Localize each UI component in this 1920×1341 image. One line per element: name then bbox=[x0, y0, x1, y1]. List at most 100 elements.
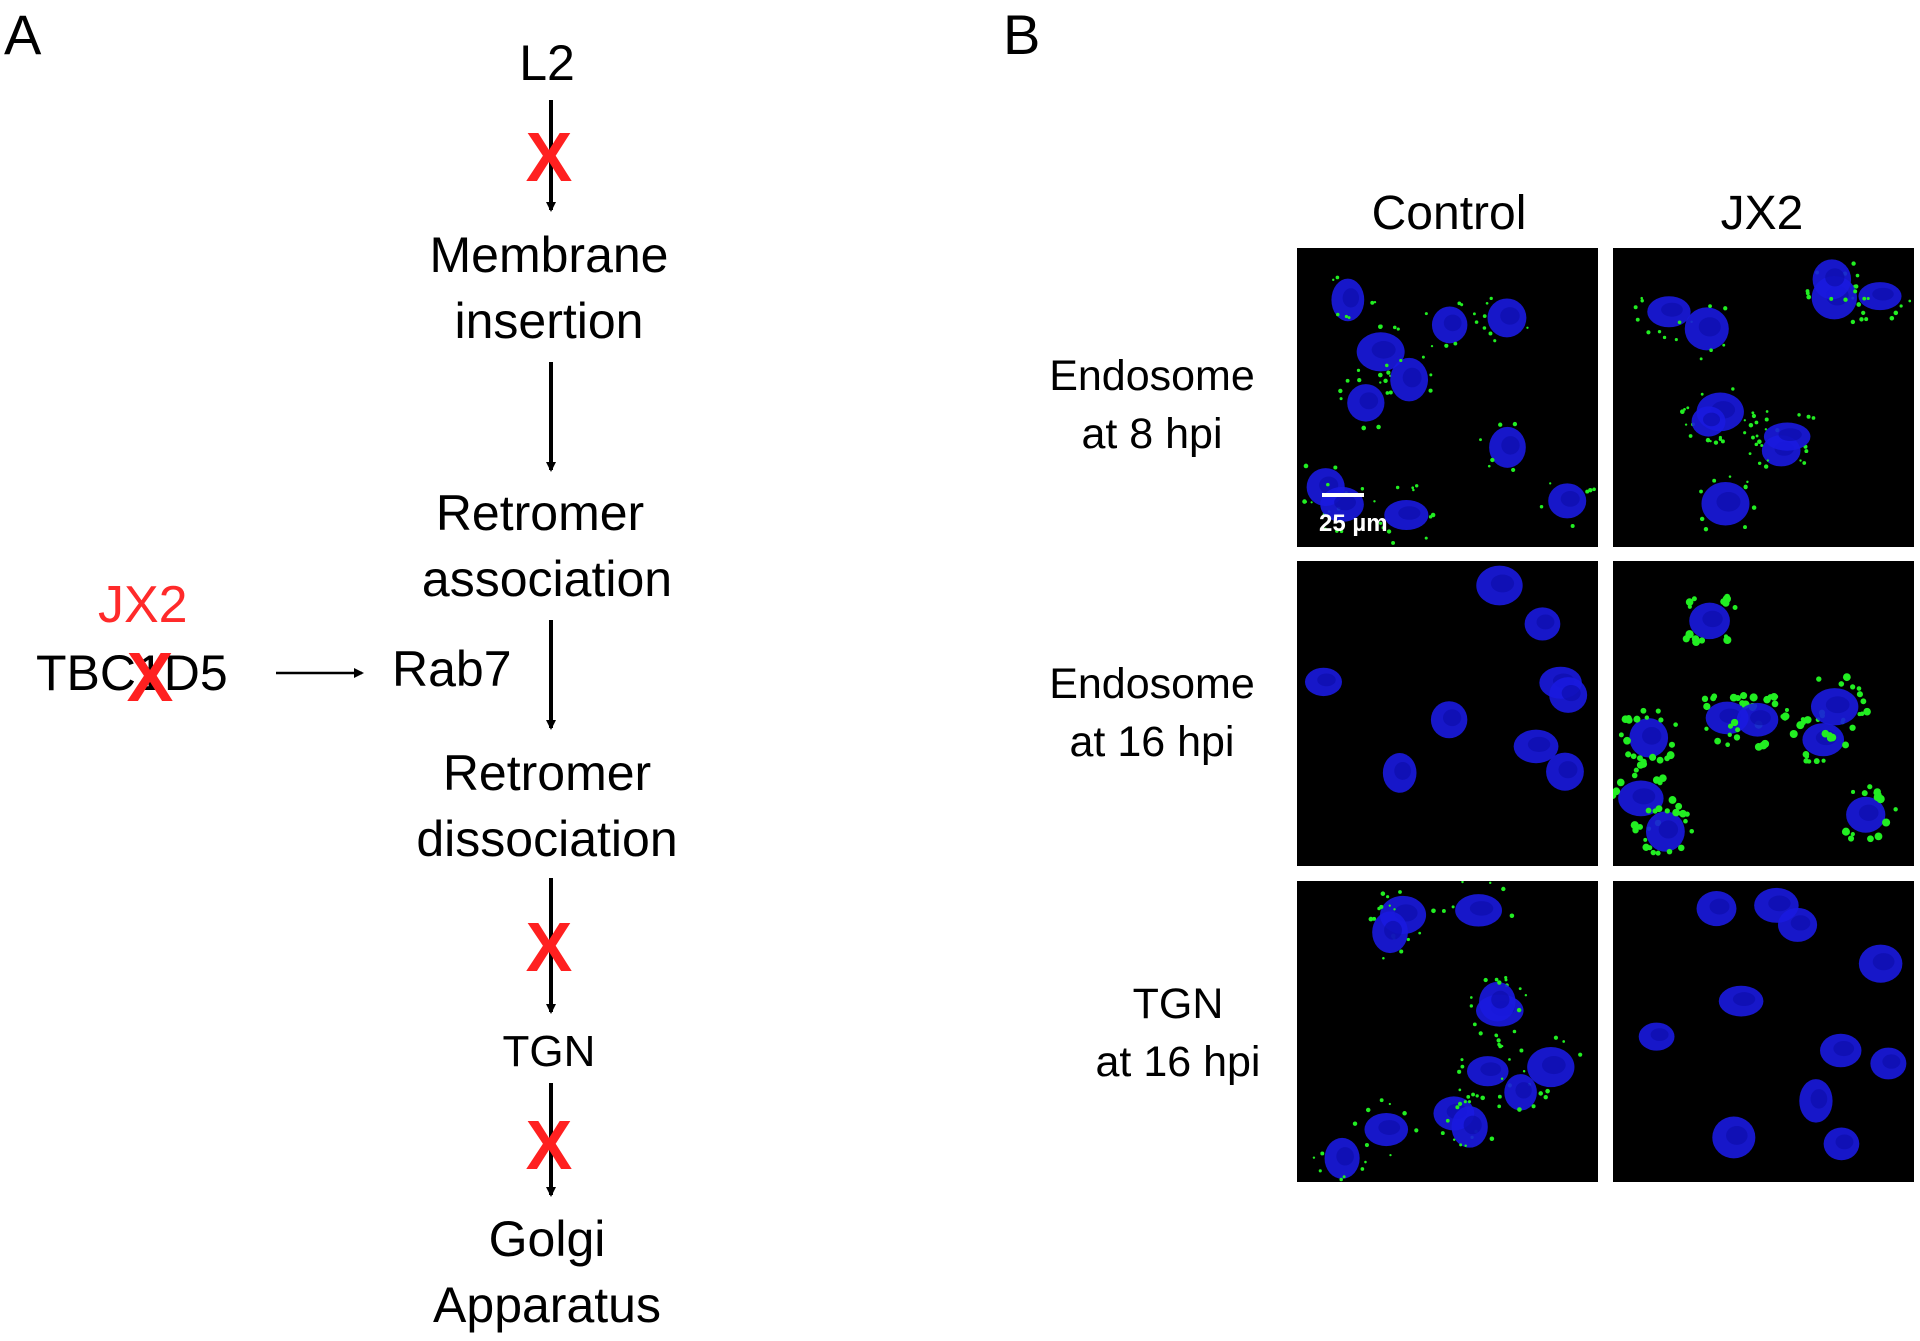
signal-dot bbox=[1843, 297, 1848, 302]
signal-dot bbox=[1722, 343, 1726, 347]
nucleolus bbox=[1384, 920, 1402, 940]
signal-dot bbox=[1479, 438, 1482, 442]
signal-dot bbox=[1714, 737, 1722, 745]
nucleolus bbox=[1835, 1134, 1854, 1150]
signal-dot bbox=[1861, 790, 1868, 797]
signal-dot bbox=[1899, 304, 1903, 308]
panel-b-letter: B bbox=[1003, 3, 1041, 66]
signal-dot bbox=[1493, 339, 1497, 343]
nucleolus bbox=[1490, 574, 1515, 593]
signal-dot bbox=[1430, 345, 1434, 348]
signal-dot bbox=[1859, 317, 1864, 322]
signal-dot bbox=[1469, 1004, 1473, 1008]
signal-dot bbox=[1643, 837, 1648, 842]
signal-dot bbox=[1692, 638, 1700, 647]
signal-dot bbox=[1379, 381, 1382, 384]
nucleolus bbox=[1500, 307, 1520, 325]
nucleolus bbox=[1768, 895, 1791, 912]
signal-dot bbox=[1842, 741, 1849, 749]
signal-dot bbox=[1802, 461, 1807, 465]
signal-dot bbox=[1765, 410, 1769, 413]
signal-dot bbox=[1847, 835, 1855, 842]
micrograph-control-tgn-16h bbox=[1297, 881, 1598, 1182]
nucleolus bbox=[1527, 736, 1551, 752]
signal-dot bbox=[1699, 489, 1703, 494]
signal-dot bbox=[1545, 1088, 1550, 1094]
nucleolus bbox=[1371, 341, 1396, 359]
signal-dot bbox=[1480, 1095, 1486, 1101]
nucleolus bbox=[1825, 696, 1850, 714]
signal-dot bbox=[1703, 702, 1711, 711]
signal-dot bbox=[1352, 1121, 1358, 1126]
signal-dot bbox=[1326, 482, 1330, 487]
signal-dot bbox=[1460, 1064, 1465, 1069]
signal-dot bbox=[1652, 776, 1661, 784]
nucleolus bbox=[1709, 898, 1730, 915]
signal-dot bbox=[1623, 737, 1630, 744]
signal-dot bbox=[1727, 723, 1734, 729]
signal-dot bbox=[1854, 284, 1859, 289]
signal-dot bbox=[1385, 363, 1389, 368]
signal-dot bbox=[1364, 1160, 1367, 1164]
signal-dot bbox=[1457, 1101, 1463, 1106]
signal-dot bbox=[1867, 784, 1873, 790]
signal-dot bbox=[1630, 753, 1637, 760]
signal-dot bbox=[1377, 372, 1383, 378]
signal-dot bbox=[1497, 980, 1502, 985]
signal-dot bbox=[1732, 605, 1738, 610]
signal-dot bbox=[1829, 296, 1834, 301]
signal-dot bbox=[1357, 377, 1362, 383]
block-x-icon: X bbox=[525, 1106, 573, 1184]
signal-dot bbox=[1630, 821, 1639, 830]
signal-dot bbox=[1873, 788, 1881, 796]
signal-dot bbox=[1379, 904, 1384, 909]
nucleolus bbox=[1642, 726, 1662, 745]
signal-dot bbox=[1461, 881, 1464, 884]
nucleolus bbox=[1336, 1147, 1354, 1166]
nucleolus bbox=[1703, 412, 1720, 427]
signal-dot bbox=[1364, 1143, 1369, 1148]
signal-dot bbox=[1496, 1038, 1501, 1043]
nucleolus bbox=[1469, 901, 1494, 916]
signal-dot bbox=[1339, 397, 1343, 401]
signal-dot bbox=[1751, 505, 1757, 510]
signal-dot bbox=[1382, 956, 1385, 960]
signal-dot bbox=[1855, 273, 1860, 278]
signal-dot bbox=[1850, 319, 1856, 325]
step-tgn: TGN bbox=[502, 1027, 596, 1076]
step-golgi-line1: Golgi bbox=[488, 1211, 606, 1267]
signal-dot bbox=[1323, 527, 1327, 531]
nucleolus bbox=[1650, 1028, 1669, 1041]
signal-dot bbox=[1312, 1156, 1316, 1159]
signal-dot bbox=[1655, 850, 1661, 856]
signal-dot bbox=[1402, 1111, 1407, 1116]
signal-dot bbox=[1799, 459, 1802, 462]
signal-dot bbox=[1489, 296, 1493, 301]
signal-dot bbox=[1639, 760, 1648, 768]
micrograph-control-endosome-8h: 25 µm bbox=[1297, 248, 1598, 547]
signal-dot bbox=[1698, 637, 1706, 644]
nucleolus bbox=[1750, 710, 1771, 726]
signal-dot bbox=[1640, 707, 1647, 714]
step-retromer-dissoc-line1: Retromer bbox=[442, 745, 652, 801]
signal-dot bbox=[1841, 827, 1850, 836]
signal-dot bbox=[1631, 772, 1638, 779]
signal-dot bbox=[1674, 338, 1678, 342]
signal-dot bbox=[1755, 434, 1759, 438]
signal-dot bbox=[1512, 1029, 1517, 1034]
signal-dot bbox=[1472, 312, 1476, 316]
signal-dot bbox=[1517, 1107, 1522, 1112]
signal-dot bbox=[1613, 787, 1621, 796]
signal-dot bbox=[1703, 526, 1709, 532]
signal-dot bbox=[1850, 684, 1856, 690]
nucleolus bbox=[1342, 288, 1360, 308]
signal-dot bbox=[1464, 1144, 1467, 1148]
signal-dot bbox=[1751, 413, 1757, 419]
signal-dot bbox=[1860, 698, 1867, 705]
signal-dot bbox=[1633, 767, 1639, 773]
signal-dot bbox=[1658, 717, 1664, 723]
signal-dot bbox=[1874, 832, 1883, 841]
signal-dot bbox=[1361, 425, 1367, 431]
signal-dot bbox=[1686, 406, 1690, 410]
signal-dot bbox=[1668, 741, 1676, 748]
